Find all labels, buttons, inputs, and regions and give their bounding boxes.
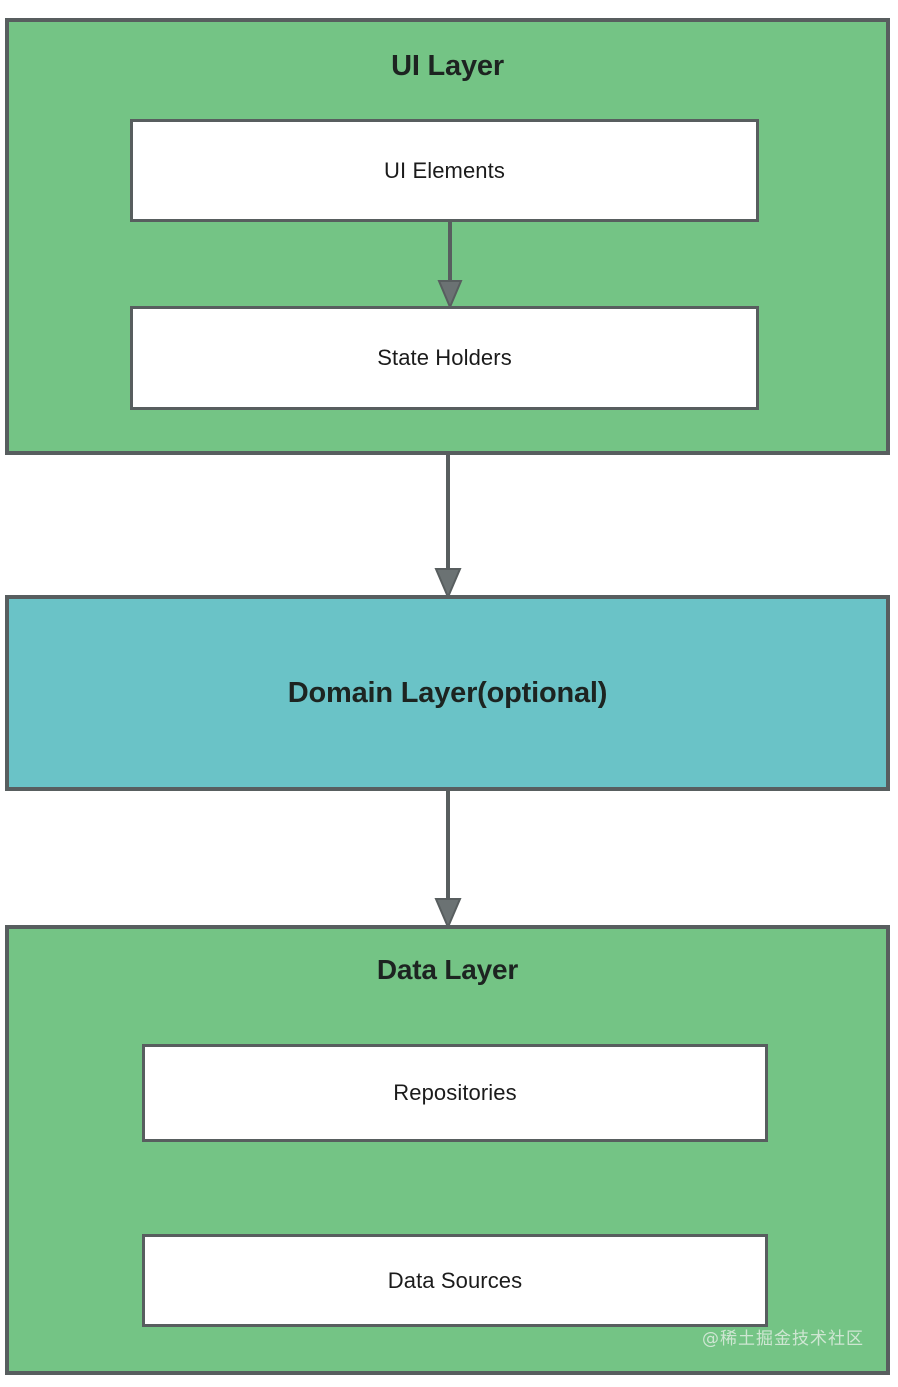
arrow-domain-layer-to-data-layer (432, 789, 464, 929)
ui-elements-label: UI Elements (384, 157, 505, 183)
data-sources-box: Data Sources (142, 1234, 768, 1327)
data-layer-panel: Data Layer Repositories Data Sources @稀土… (5, 925, 890, 1375)
ui-layer-title: UI Layer (391, 50, 504, 82)
repositories-label: Repositories (393, 1080, 517, 1105)
state-holders-label: State Holders (377, 345, 512, 370)
repositories-box: Repositories (142, 1044, 768, 1142)
arrow-ui-layer-to-domain-layer (432, 453, 464, 599)
watermark-text: @稀土掘金技术社区 (702, 1329, 864, 1349)
domain-layer-title: Domain Layer(optional) (287, 677, 608, 709)
data-sources-label: Data Sources (387, 1267, 523, 1293)
domain-layer-panel: Domain Layer(optional) (5, 595, 890, 791)
state-holders-box: State Holders (130, 306, 759, 410)
ui-elements-box: UI Elements (130, 119, 759, 222)
arrow-ui-elements-to-state-holders (434, 219, 466, 309)
data-layer-title: Data Layer (376, 954, 519, 985)
ui-layer-panel: UI Layer UI Elements State Holders (5, 18, 890, 455)
